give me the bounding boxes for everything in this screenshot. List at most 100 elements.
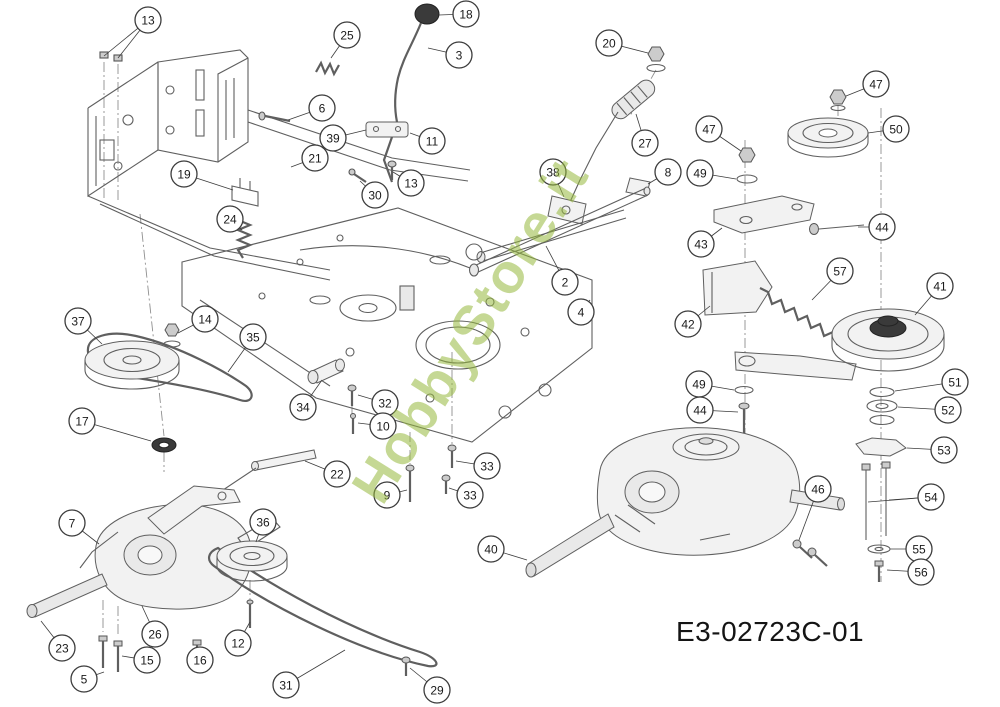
mid-hardware: [189, 358, 457, 513]
part-number-label: E3-02723C-01: [676, 616, 865, 647]
svg-text:13: 13: [404, 177, 418, 191]
callout-4: 4: [567, 298, 595, 326]
svg-text:49: 49: [693, 167, 707, 181]
bolt-15-b: [113, 640, 123, 647]
callout-2: 2: [545, 245, 579, 296]
svg-text:30: 30: [368, 189, 382, 203]
shift-plate-39: [365, 121, 409, 138]
washer-49-lower: [734, 385, 754, 395]
washer-51: [869, 386, 895, 398]
svg-text:29: 29: [430, 684, 444, 698]
svg-text:50: 50: [889, 123, 903, 137]
svg-text:19: 19: [177, 168, 191, 182]
svg-text:12: 12: [231, 637, 245, 651]
callout-29: 29: [409, 667, 451, 704]
bolt-54-a: [861, 463, 871, 471]
washer-55: [867, 544, 891, 554]
svg-text:11: 11: [426, 135, 439, 149]
callout-20: 20: [595, 29, 649, 57]
idler-pulley-assembly: [713, 89, 869, 235]
svg-text:10: 10: [376, 420, 390, 434]
callout-56: 56: [886, 558, 935, 586]
svg-text:36: 36: [256, 516, 270, 530]
washer-52: [866, 399, 898, 413]
svg-text:44: 44: [693, 404, 707, 418]
nut-20: [647, 46, 665, 62]
svg-text:7: 7: [69, 517, 76, 531]
bolt-46-b: [807, 547, 817, 557]
bolt-29: [401, 656, 411, 664]
svg-text:47: 47: [869, 78, 883, 92]
svg-text:40: 40: [484, 543, 498, 557]
callout-14: 14: [177, 305, 219, 334]
front-axle-rod-23: [29, 573, 108, 618]
svg-text:22: 22: [330, 468, 344, 482]
svg-text:20: 20: [602, 37, 616, 51]
bolt-16: [192, 639, 202, 646]
svg-text:18: 18: [459, 8, 473, 22]
nut-14: [164, 323, 180, 337]
svg-text:23: 23: [55, 642, 69, 656]
svg-text:14: 14: [198, 313, 212, 327]
idler-arm: [734, 351, 857, 381]
frame-hardware: [99, 51, 397, 259]
svg-text:3: 3: [456, 49, 463, 63]
svg-text:8: 8: [665, 166, 672, 180]
callout-43: 43: [687, 227, 723, 258]
svg-text:5: 5: [81, 673, 88, 687]
callout-30: 30: [359, 180, 389, 209]
svg-text:55: 55: [912, 543, 926, 557]
clutch-assembly: [702, 260, 945, 582]
callout-24: 24: [216, 205, 244, 233]
svg-text:49: 49: [692, 378, 706, 392]
svg-text:53: 53: [937, 444, 951, 458]
transaxle-pulley: [672, 433, 740, 461]
pedal-grip: [611, 79, 656, 120]
nut-47-left: [738, 147, 756, 163]
svg-text:57: 57: [833, 265, 847, 279]
callout-27: 27: [631, 113, 659, 157]
svg-text:39: 39: [326, 132, 340, 146]
svg-text:31: 31: [279, 679, 293, 693]
callout-42: 42: [674, 305, 711, 338]
svg-text:33: 33: [480, 460, 494, 474]
svg-text:21: 21: [308, 152, 322, 166]
callout-13: 13: [103, 6, 162, 59]
drive-belt-31: [208, 546, 438, 668]
callout-18: 18: [438, 0, 480, 28]
svg-text:35: 35: [246, 331, 260, 345]
svg-text:16: 16: [193, 654, 207, 668]
callout-55: 55: [890, 535, 933, 563]
callout-11: 11: [409, 127, 446, 155]
callout-13: 13: [392, 169, 425, 197]
svg-text:25: 25: [340, 29, 354, 43]
callout-54: 54: [867, 483, 945, 511]
svg-text:32: 32: [378, 397, 392, 411]
callout-25: 25: [330, 21, 361, 59]
callout-9: 9: [373, 481, 408, 509]
callout-33: 33: [448, 481, 484, 509]
callout-49: 49: [685, 370, 735, 398]
callout-21: 21: [290, 144, 329, 172]
callout-8: 8: [647, 158, 682, 186]
svg-text:6: 6: [319, 102, 326, 116]
callout-44: 44: [858, 213, 896, 241]
callout-23: 23: [40, 620, 76, 662]
callout-15: 15: [121, 646, 161, 674]
callout-33: 33: [455, 452, 501, 480]
bracket-53: [855, 437, 907, 457]
brake-pedal-assembly: [476, 46, 666, 263]
svg-text:13: 13: [141, 14, 155, 28]
svg-text:24: 24: [223, 213, 237, 227]
gear-shift-lever: [365, 3, 440, 183]
svg-text:42: 42: [681, 318, 695, 332]
transaxle-right: [525, 427, 845, 578]
callout-35: 35: [227, 323, 267, 373]
callout-12: 12: [224, 621, 252, 657]
callout-47: 47: [845, 70, 890, 98]
bolt-44-lower: [738, 402, 750, 410]
chassis-frame: [87, 49, 471, 281]
callout-50: 50: [867, 115, 910, 143]
